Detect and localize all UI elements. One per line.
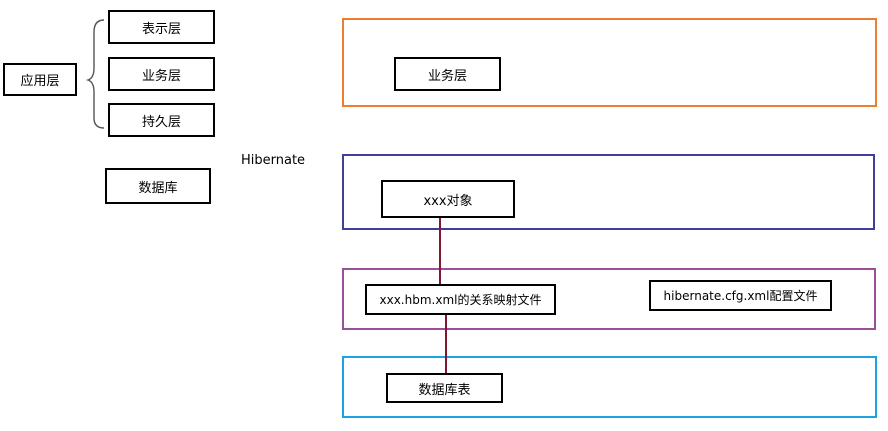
presentation-layer-box: 表示层 bbox=[108, 10, 215, 44]
business-layer-box-left: 业务层 bbox=[108, 57, 215, 91]
curly-brace-icon bbox=[85, 19, 105, 129]
object-box: xxx对象 bbox=[381, 180, 515, 218]
mapping-file-label: xxx.hbm.xml的关系映射文件 bbox=[379, 293, 542, 307]
object-frame bbox=[342, 154, 875, 230]
db-table-box: 数据库表 bbox=[386, 373, 503, 403]
object-label: xxx对象 bbox=[423, 193, 473, 209]
config-file-box: hibernate.cfg.xml配置文件 bbox=[649, 280, 832, 311]
mapping-file-box: xxx.hbm.xml的关系映射文件 bbox=[365, 284, 556, 315]
business-layer-label-right: 业务层 bbox=[427, 68, 467, 84]
business-layer-label-left: 业务层 bbox=[141, 68, 181, 84]
persistence-layer-label: 持久层 bbox=[141, 114, 181, 130]
db-table-frame bbox=[342, 356, 877, 418]
business-frame bbox=[342, 18, 877, 107]
business-layer-box-right: 业务层 bbox=[394, 57, 501, 91]
app-layer-label: 应用层 bbox=[20, 74, 60, 89]
config-file-label: hibernate.cfg.xml配置文件 bbox=[663, 289, 818, 303]
hibernate-label: Hibernate bbox=[241, 153, 306, 168]
app-layer-box: 应用层 bbox=[3, 63, 77, 96]
database-box: 数据库 bbox=[105, 168, 211, 204]
db-table-label: 数据库表 bbox=[418, 382, 471, 398]
database-label: 数据库 bbox=[138, 180, 178, 196]
persistence-layer-box: 持久层 bbox=[108, 103, 215, 137]
mapping-frame bbox=[342, 268, 876, 330]
presentation-layer-label: 表示层 bbox=[141, 21, 181, 37]
